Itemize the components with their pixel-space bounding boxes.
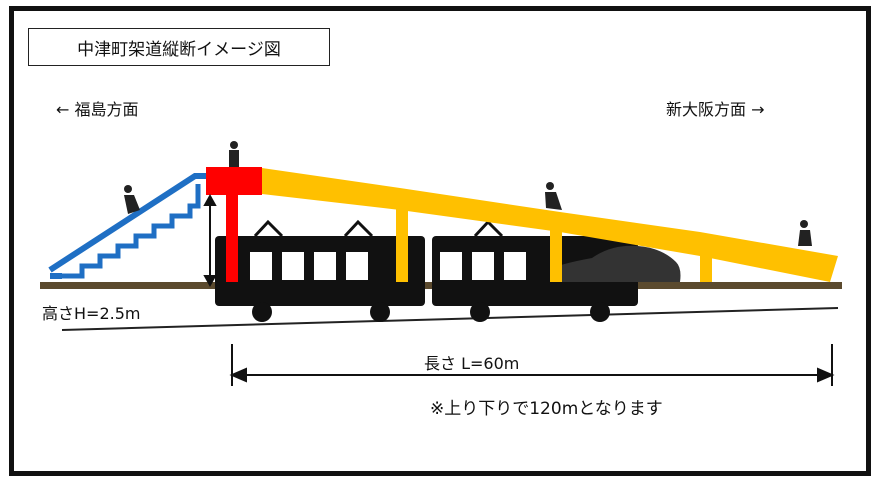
- length-label: 長さ L=60m: [424, 354, 520, 373]
- car: [558, 245, 681, 282]
- train-left: [215, 219, 425, 322]
- direction-fukushima: ← 福島方面: [56, 100, 139, 119]
- tower-pillar: [226, 195, 238, 282]
- pedestrian-on-stairs: [124, 185, 140, 214]
- pedestrian-near-end: [798, 220, 812, 246]
- pedestrian-on-bridge: [545, 182, 562, 210]
- height-arrow: [203, 193, 217, 288]
- note-label: ※上り下りで120mとなります: [430, 399, 663, 419]
- pedestrian-on-tower: [229, 141, 239, 167]
- bridge-pier-1: [396, 200, 408, 282]
- height-label: 高さH=2.5m: [42, 304, 141, 323]
- train-right: [432, 219, 638, 322]
- bridge-pier-3: [700, 240, 712, 282]
- tower-top: [206, 167, 262, 195]
- length-dimension: [229, 344, 835, 386]
- direction-shin-osaka: 新大阪方面 →: [666, 100, 765, 119]
- staircase: [48, 173, 206, 279]
- diagram-title: 中津町架道縦断イメージ図: [28, 28, 330, 66]
- bridge-pier-2: [550, 220, 562, 282]
- ground-slope-line: [61, 307, 839, 331]
